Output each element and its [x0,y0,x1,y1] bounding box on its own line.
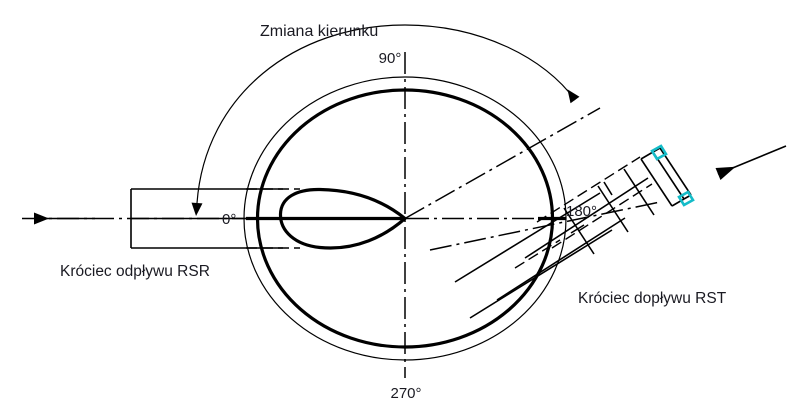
angle-label-90: 90° [379,50,402,67]
inlet-nozzle-angled [454,147,692,319]
inlet-flow-arrow [715,145,787,181]
inlet-nozzle-caption: Króciec dopływu RST [578,290,727,307]
angle-label-270: 270° [390,385,421,402]
direction-change-arc [191,24,580,216]
inlet-axis-centerline [404,107,601,220]
angle-label-0: 0° [222,211,236,228]
direction-change-label: Zmiana kierunku [260,23,378,40]
flange-highlight-marks [650,144,695,207]
outlet-nozzle-caption: Króciec odpływu RSR [60,263,210,280]
angle-label-180: 180° [566,203,597,220]
